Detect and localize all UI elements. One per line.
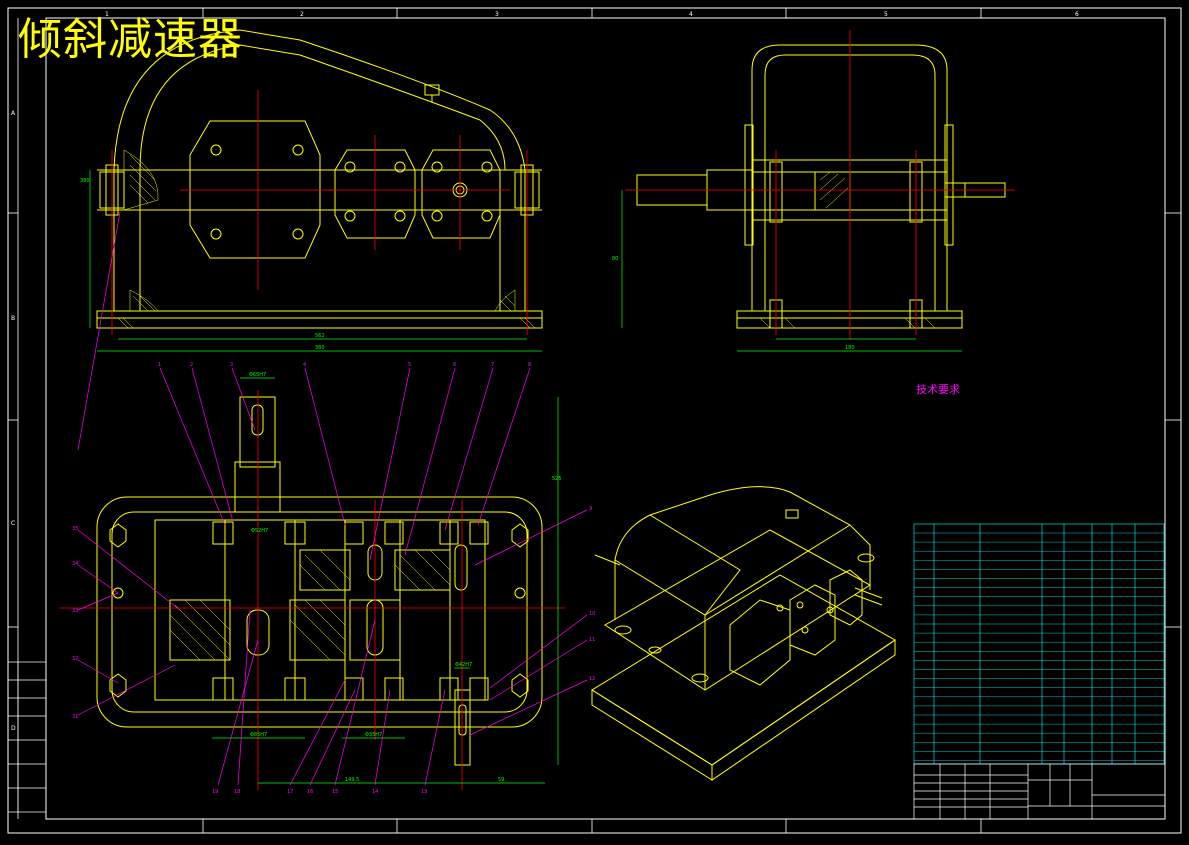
leader-lines bbox=[77, 211, 588, 786]
bom-row-lines bbox=[914, 532, 1164, 761]
part-balloon: 7 bbox=[491, 362, 494, 368]
dim-label: Φ52H7 bbox=[251, 528, 268, 534]
part-balloon: 15 bbox=[332, 789, 338, 795]
zone-label-top: 6 bbox=[1075, 11, 1079, 18]
balloon-numbers: 1 2 3 4 5 6 7 8 19 18 17 16 15 14 13 35 … bbox=[72, 362, 595, 795]
part-balloon: 9 bbox=[589, 506, 592, 512]
dim-label: Φ42H7 bbox=[455, 662, 472, 668]
side-view bbox=[636, 44, 1006, 329]
zone-ticks bbox=[8, 8, 1181, 833]
part-balloon: 13 bbox=[421, 789, 427, 795]
title-block bbox=[913, 763, 1166, 820]
outer-border bbox=[7, 7, 1182, 834]
zone-label-left: A bbox=[11, 110, 16, 117]
front-dimensions bbox=[89, 170, 542, 352]
tech-requirements-title: 技术要求 bbox=[916, 383, 960, 396]
plan-hatching bbox=[169, 549, 451, 661]
side-dim-labels: 80 180 bbox=[612, 256, 855, 351]
part-balloon: 19 bbox=[212, 789, 218, 795]
isometric-view bbox=[591, 486, 896, 781]
plan-dimensions bbox=[212, 377, 559, 784]
side-dimensions bbox=[621, 190, 962, 352]
side-centerlines bbox=[625, 30, 1015, 340]
zone-label-top: 5 bbox=[884, 11, 888, 18]
part-balloon: 18 bbox=[234, 789, 240, 795]
dim-label: 59 bbox=[498, 777, 504, 783]
part-balloon: 11 bbox=[589, 637, 595, 643]
part-balloon: 17 bbox=[287, 789, 293, 795]
dim-label: 380 bbox=[80, 178, 90, 184]
plan-view bbox=[96, 396, 543, 766]
zone-label-top: 2 bbox=[300, 11, 304, 18]
plan-centerlines bbox=[60, 390, 565, 790]
part-balloon: 31 bbox=[72, 714, 78, 720]
dim-label: 180 bbox=[845, 345, 855, 351]
inner-border bbox=[45, 17, 1166, 820]
zone-label-left: C bbox=[11, 520, 15, 527]
part-balloon: 2 bbox=[190, 362, 193, 368]
plan-dim-labels: Φ65H7 Φ52H7 525 Φ85H7 Φ35H7 149.5 59 Φ42… bbox=[249, 372, 562, 783]
dim-label: Φ85H7 bbox=[250, 732, 267, 738]
zone-label-left: B bbox=[11, 315, 15, 322]
zone-label-left: D bbox=[11, 725, 16, 732]
front-centerlines bbox=[111, 90, 528, 335]
dim-label: Φ35H7 bbox=[365, 732, 382, 738]
side-hatching bbox=[759, 171, 936, 329]
dim-label: 562 bbox=[315, 333, 325, 339]
part-balloon: 4 bbox=[303, 362, 306, 368]
part-balloon: 12 bbox=[589, 676, 595, 682]
part-balloon: 16 bbox=[307, 789, 313, 795]
dim-label: 380 bbox=[315, 345, 325, 351]
side-strip-table bbox=[7, 661, 47, 813]
part-balloon: 10 bbox=[589, 611, 595, 617]
part-balloon: 6 bbox=[453, 362, 456, 368]
part-balloon: 14 bbox=[372, 789, 378, 795]
dim-label: 525 bbox=[552, 476, 562, 482]
part-balloon: 8 bbox=[528, 362, 531, 368]
part-balloon: 3 bbox=[230, 362, 233, 368]
drawing-title: 倾斜减速器 bbox=[18, 14, 243, 65]
part-balloon: 5 bbox=[408, 362, 411, 368]
zone-label-top: 3 bbox=[495, 11, 499, 18]
front-view bbox=[96, 29, 543, 329]
zone-label-top: 4 bbox=[689, 11, 693, 18]
part-balloon: 32 bbox=[72, 656, 78, 662]
front-hatching bbox=[117, 149, 536, 329]
front-dim-labels: 562 380 380 bbox=[80, 178, 325, 351]
part-balloon: 1 bbox=[158, 362, 161, 368]
zone-label-top: 1 bbox=[105, 11, 109, 18]
part-balloon: 35 bbox=[72, 526, 78, 532]
dim-label: 80 bbox=[612, 256, 618, 262]
bom-table-grid bbox=[913, 523, 1165, 765]
part-balloon: 34 bbox=[72, 561, 78, 567]
zone-labels: 1 2 3 4 5 6 A B C D bbox=[11, 11, 1079, 732]
dim-label: 149.5 bbox=[345, 777, 359, 783]
dim-label: Φ65H7 bbox=[249, 372, 266, 378]
part-balloon: 33 bbox=[72, 608, 78, 614]
